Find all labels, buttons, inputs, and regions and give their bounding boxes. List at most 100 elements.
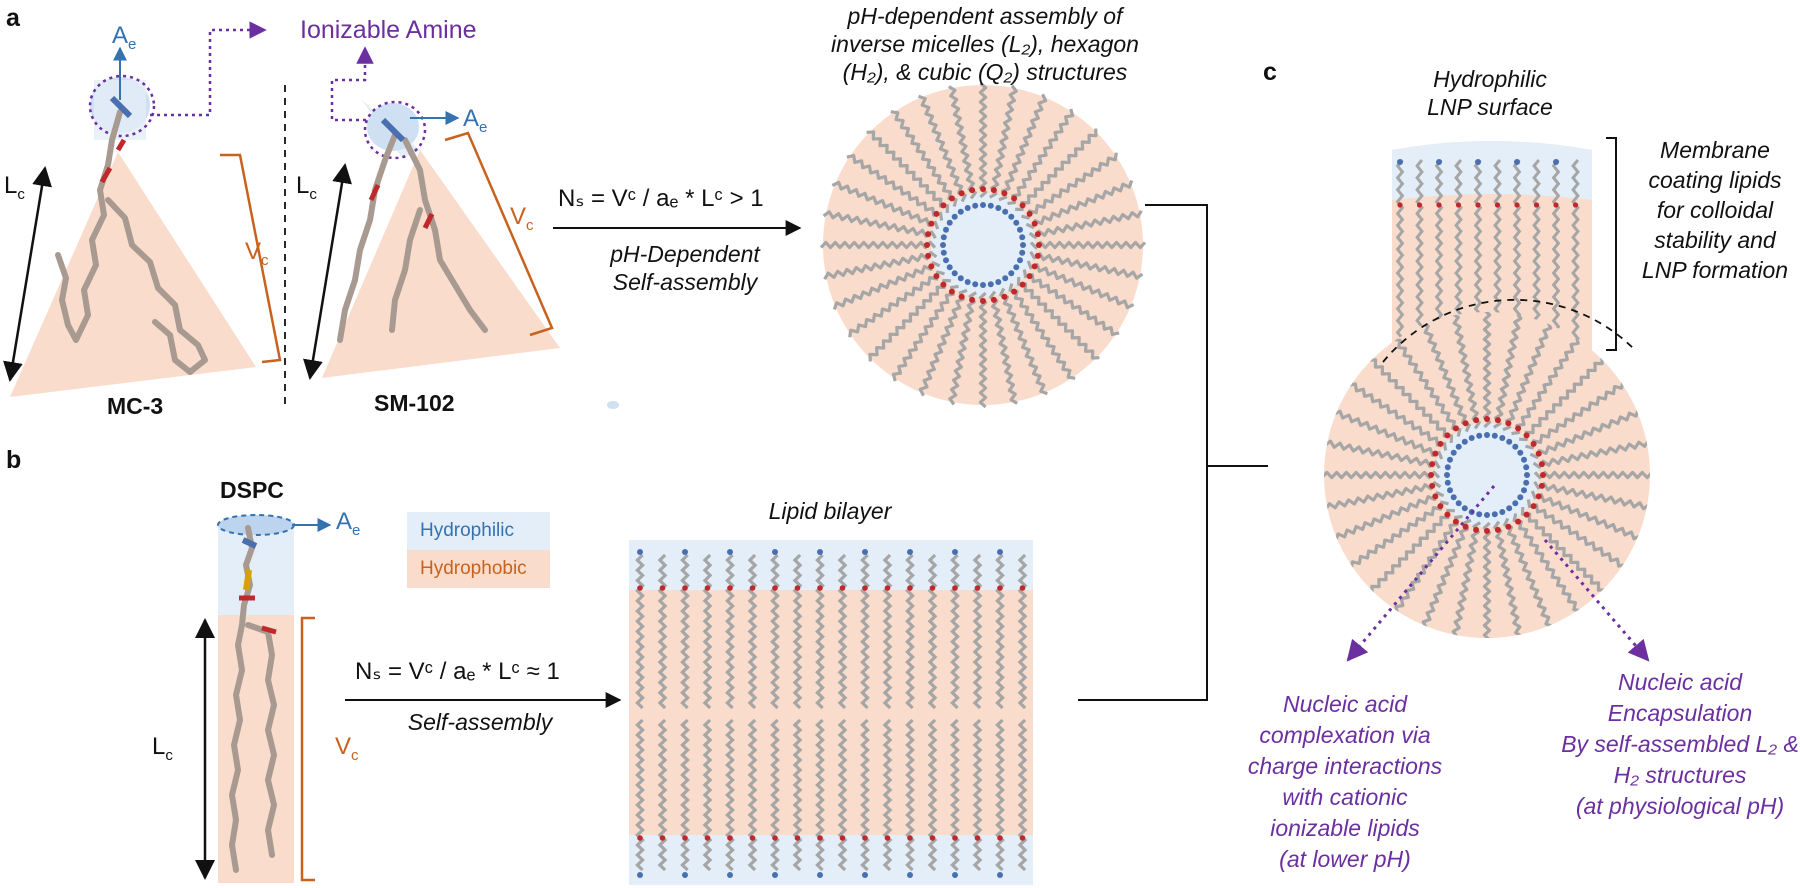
amine-head (946, 264, 953, 271)
amine-head (995, 205, 1002, 211)
amine-head (1447, 487, 1453, 494)
lipid-tail (1520, 507, 1606, 592)
ester-group (1484, 528, 1490, 534)
ester-group (1473, 417, 1480, 424)
lipid-tail (792, 718, 803, 872)
lipid-tail (1368, 358, 1454, 443)
ester-group (1031, 263, 1038, 270)
lipid-tail (866, 130, 950, 213)
ester-group (1530, 440, 1537, 447)
lipid-tail (947, 85, 977, 200)
lipid-tail (988, 84, 1018, 199)
amine-head (637, 872, 643, 878)
ester-group (1523, 432, 1530, 439)
ester-group (1001, 190, 1008, 197)
lipid-tail (747, 718, 758, 872)
ester-group (1475, 202, 1481, 208)
amine-head (817, 549, 823, 555)
amine-head (1484, 432, 1490, 438)
ester-group (1031, 220, 1038, 227)
lipid-tail (1493, 520, 1523, 638)
lipid-tail (891, 284, 959, 382)
ester-group (948, 288, 955, 295)
ester-group (862, 835, 868, 841)
amine-head (862, 549, 868, 555)
vc-label-sm102: Vc (510, 203, 534, 234)
lipid-tail (1482, 312, 1492, 429)
ester-group (1026, 210, 1033, 217)
lipid-tail (1370, 508, 1455, 594)
lipid-tail (1525, 380, 1625, 450)
lipid-tail (1015, 128, 1098, 212)
amine-head (1499, 509, 1506, 515)
amine-head (682, 872, 688, 878)
sm102-molecule-diagram (303, 46, 560, 380)
amine-head (907, 872, 913, 878)
lipid-tail (848, 270, 945, 338)
amine-head (907, 549, 913, 555)
lipid-tail (823, 251, 938, 281)
lipid-tail (1029, 240, 1147, 250)
lipid-tail (702, 718, 713, 872)
lipid-tail (1026, 260, 1135, 310)
assembly-title: pH-dependent assembly of inverse micelle… (810, 2, 1160, 86)
lipid-tail (1016, 277, 1100, 360)
amine-head (1450, 449, 1457, 456)
encapsulation-note-line: (at physiological pH) (1575, 793, 1785, 819)
ester-group (1429, 482, 1436, 489)
lipid-tail (972, 553, 983, 710)
connector-lines (1078, 204, 1268, 701)
amine-head (772, 549, 778, 555)
lipid-tail (1008, 283, 1076, 380)
mc3-label: MC-3 (107, 393, 164, 419)
arrow-label-top-line2: Self-assembly (612, 269, 758, 295)
ester-group (704, 585, 711, 591)
amine-head (1517, 449, 1524, 456)
assembly-title-line2: inverse micelles (L₂), hexagon (831, 31, 1139, 57)
complexation-note-line: charge interactions (1247, 753, 1443, 779)
lipid-tail (948, 291, 978, 406)
ester-group (948, 195, 955, 202)
amine-head (1523, 464, 1530, 471)
amine-head (1444, 464, 1451, 471)
amine-head (1020, 242, 1026, 248)
complexation-note: Nucleic acid complexation via charge int… (1220, 689, 1470, 875)
amine-head (1397, 159, 1403, 165)
lipid-tail (1529, 408, 1640, 459)
amine-head (997, 872, 1003, 878)
ester-group (1535, 493, 1542, 500)
ester-group (997, 835, 1003, 841)
ester-group (1432, 493, 1439, 500)
lnp-surface-label: Hydrophilic LNP surface (1385, 65, 1595, 121)
lipid-tail (1394, 514, 1463, 614)
lipid-tail (890, 110, 958, 207)
panel-label-b: b (6, 446, 22, 474)
lipid-tail (978, 81, 988, 199)
ionizable-amine-label: Ionizable Amine (300, 16, 477, 44)
ester-group (1514, 202, 1520, 208)
ester-group (749, 835, 756, 841)
ester-group (940, 202, 947, 209)
ester-group (1437, 440, 1444, 447)
amine-head (1436, 159, 1442, 165)
lipid-tail (1392, 337, 1462, 437)
mc3-molecule-diagram (3, 21, 282, 397)
ester-group (1428, 472, 1434, 478)
amine-head (1013, 264, 1020, 271)
lipid-tail (1334, 491, 1445, 542)
lipid-tail (1451, 312, 1481, 430)
ester-group (1444, 511, 1451, 518)
lipid-tail (725, 553, 735, 710)
lipid-tail (882, 718, 893, 872)
amine-head (1521, 456, 1527, 463)
lipid-tail (927, 553, 938, 710)
ester-group (933, 273, 940, 280)
lipid-tail (860, 718, 870, 872)
lipid-tail (815, 553, 825, 710)
amine-head (1506, 505, 1513, 512)
ester-group (969, 296, 976, 303)
ester-group (907, 835, 913, 841)
lipid-tail (831, 180, 940, 230)
ester-group (1538, 461, 1545, 468)
legend-hydrophilic-swatch (407, 512, 550, 550)
